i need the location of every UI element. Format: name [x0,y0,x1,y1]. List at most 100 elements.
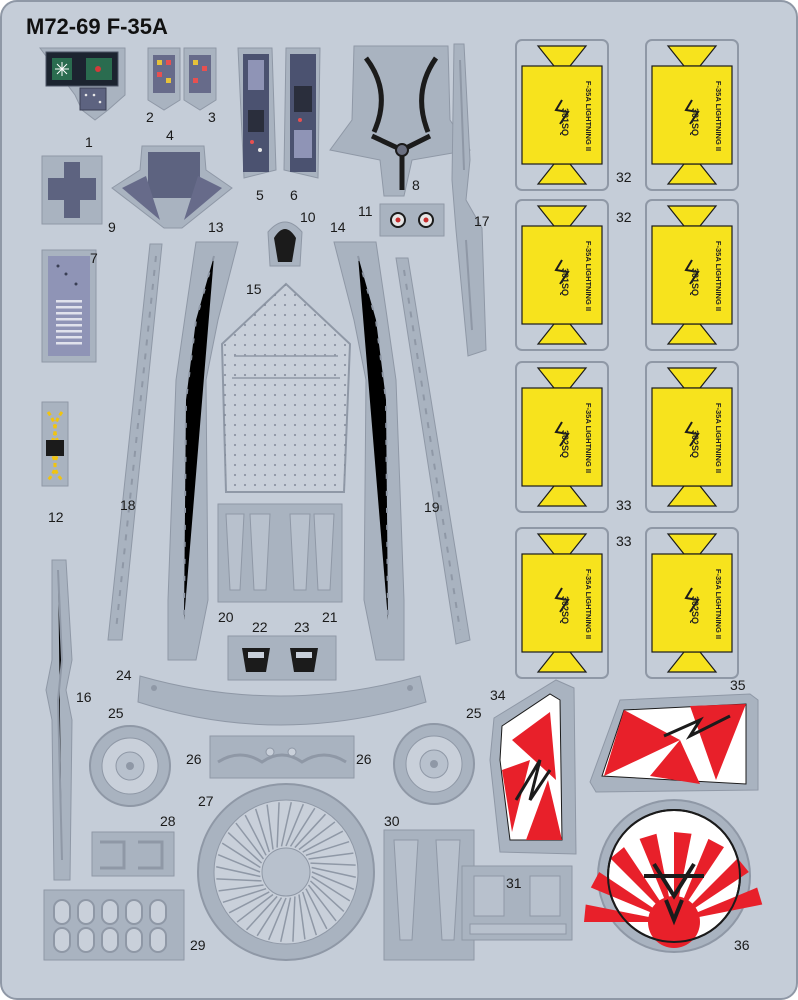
yellow-squadron-decal: 301SQ F-35A LIGHTNING II [515,39,609,191]
fan-blade [311,875,351,902]
fan-blade [307,884,337,922]
part-number: 10 [300,209,316,225]
part-7-side-console [41,249,97,363]
fan-blade [266,804,274,850]
fan-blade [222,887,267,904]
fan-blade [256,897,283,937]
part-number: 8 [412,177,420,193]
squadron-code: 301SQ [690,108,700,136]
part-24-canopy-bow [137,675,427,726]
part-number: 26 [186,751,202,767]
fan-blade [245,895,278,931]
fan-blade [309,880,345,913]
part-number: 31 [506,875,522,891]
part-number: 28 [160,813,176,829]
part-number: 15 [246,281,262,297]
fan-blade [294,813,327,849]
yellow-squadron-decal: 301SQ F-35A LIGHTNING II [645,199,739,351]
squadron-code: 301SQ [560,268,570,296]
squadron-code: 301SQ [560,108,570,136]
part-28-clips [91,831,175,877]
part-number: 21 [322,609,338,625]
part-number: 32 [616,209,632,225]
aircraft-type-label: F-35A LIGHTNING II [714,403,723,473]
sheet-title: M72-69 F-35A [26,14,168,39]
squadron-code: 302SQ [690,430,700,458]
part-number: 33 [616,533,632,549]
part-number: 18 [120,497,136,513]
part-number: 11 [358,203,373,219]
part-31-bay-doors [461,865,573,941]
part-35-red-fin-decal [589,693,759,793]
part-15-seat-back [220,282,352,493]
squadron-code: 302SQ [560,596,570,624]
fan-blade [235,822,265,860]
part-number: 19 [424,499,440,515]
part-25-wheel-right [393,723,475,805]
fan-blade [302,830,344,853]
fan-blade [280,802,293,847]
fan-blade [298,821,336,851]
part-34-red-tail-fin-decal [489,679,577,855]
yellow-squadron-decal: 302SQ F-35A LIGHTNING II [645,527,739,679]
part-number: 9 [108,219,116,235]
part-number: 7 [90,250,98,266]
aircraft-type-label: F-35A LIGHTNING II [584,81,593,151]
part-number: 34 [490,687,506,703]
part-number: 5 [256,187,264,203]
part-30-bay-frame [383,829,475,961]
fan-blade [279,897,292,942]
part-18-canopy-frame-left [107,243,163,641]
squadron-code: 302SQ [560,430,570,458]
aircraft-type-label: F-35A LIGHTNING II [584,241,593,311]
part-16-canopy-rail [45,559,73,881]
part-29-pedals [43,889,185,961]
fan-blade [267,897,287,941]
fan-blade [292,896,296,942]
part-number: 27 [198,793,214,809]
fan-blade [301,891,318,936]
part-17-canopy-rail [451,43,487,357]
part-number: 25 [466,705,482,721]
fan-blade [308,852,354,860]
fan-blade [305,888,328,930]
part-10-headrest [267,221,303,267]
part-2-3-side-consoles [147,47,217,111]
part-20-21-seat-rails [217,503,343,603]
squadron-code: 302SQ [690,596,700,624]
yellow-squadron-decal: 302SQ F-35A LIGHTNING II [515,361,609,513]
fan-blade [298,894,306,940]
fan-blade [285,803,305,847]
fan-blade [218,884,264,892]
part-1-instrument-panel [39,47,126,121]
squadron-code: 301SQ [690,268,700,296]
part-36-squadron-roundel-decal [584,799,763,953]
part-13-frame-left [167,241,239,661]
part-12-ejection-handle [41,401,69,487]
part-number: 32 [616,169,632,185]
part-9-belt-buckle [41,155,103,225]
fan-blade [310,862,356,866]
part-11-mirrors [379,203,445,237]
aircraft-type-label: F-35A LIGHTNING II [584,403,593,473]
part-5-6-cockpit-sidewalls [237,47,321,179]
part-number: 35 [730,677,746,693]
part-27-engine-fan [197,783,375,961]
part-number: 3 [208,109,216,125]
fan-blade [289,807,316,847]
part-14-frame-right [333,241,405,661]
fan-blade [244,814,267,856]
aircraft-type-label: F-35A LIGHTNING II [714,241,723,311]
fan-blade [236,893,274,923]
part-number: 2 [146,109,154,125]
fan-blade [311,866,356,879]
fan-blade [276,802,280,848]
part-number: 36 [734,937,750,953]
part-8-seat-harness [329,45,471,197]
aircraft-type-label: F-35A LIGHTNING II [714,569,723,639]
yellow-squadron-decal: 302SQ F-35A LIGHTNING II [645,361,739,513]
fan-blade [221,842,261,869]
